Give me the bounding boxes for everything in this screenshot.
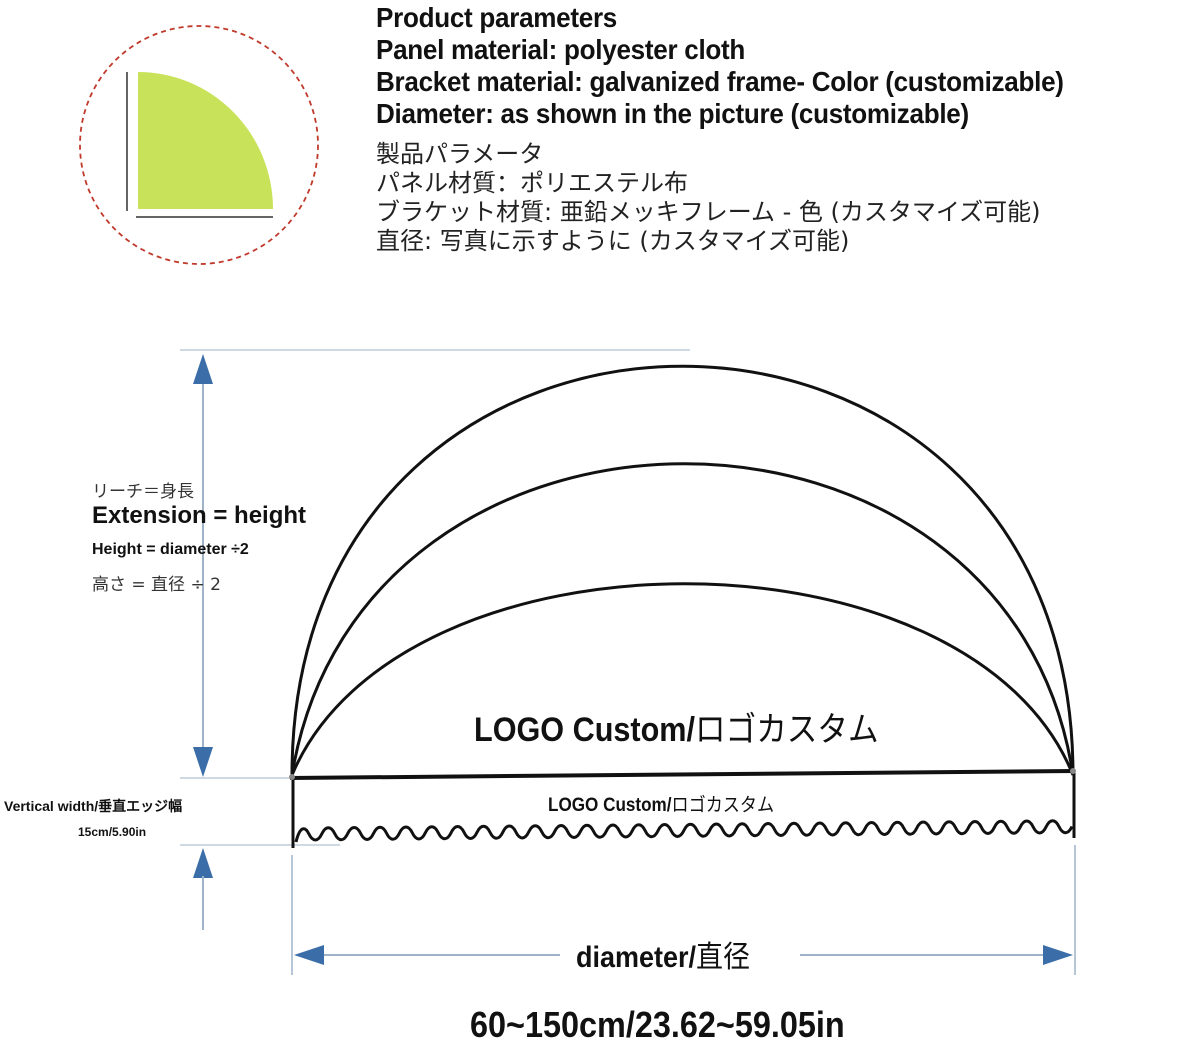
panel-material-en: Panel material: polyester cloth [376, 34, 746, 65]
diameter-label-jp: 直径 [696, 940, 751, 975]
valance-logo-jp: ロゴカスタム [671, 794, 775, 816]
logo-custom-jp: ロゴカスタム [695, 710, 879, 750]
extension-label-jp: リーチ＝身長 [92, 482, 194, 502]
panel-material-jp: パネル材質：ポリエステル布 [376, 169, 688, 197]
height-formula-jp: 高さ = 直径 ÷ 2 [92, 575, 221, 595]
logo-custom-en: LOGO Custom/ [474, 711, 696, 749]
height-arrow [193, 354, 213, 777]
diameter-arrow [291, 845, 1076, 975]
guide-lines [180, 349, 690, 846]
size-range-label: 60~150cm/23.62~59.05in [470, 1004, 845, 1045]
bracket-material-en: Bracket material: galvanized frame- Colo… [376, 66, 1064, 97]
vertical-width-size: 15cm/5.90in [78, 825, 147, 839]
height-formula-en: Height = diameter ÷2 [92, 541, 249, 558]
diameter-label-en: diameter/ [576, 941, 697, 974]
diameter-label: diameter/直径 [576, 932, 750, 976]
valance [289, 768, 1076, 848]
diameter-note-jp: 直径: 写真に示すように (カスタマイズ可能) [376, 227, 850, 255]
quarter-circle-icon [79, 25, 319, 265]
valance-logo-en: LOGO Custom/ [548, 795, 672, 816]
vertical-width-label: Vertical width/垂直エッジ幅 [4, 798, 183, 814]
extension-label-en: Extension = height [92, 502, 307, 529]
logo-custom-label: LOGO Custom/ロゴカスタム [474, 702, 879, 751]
params-japanese: 製品パラメータ パネル材質：ポリエステル布 ブラケット材質: 亜鉛メッキフレーム… [376, 140, 1041, 256]
diameter-note-en: Diameter: as shown in the picture (custo… [376, 98, 969, 129]
params-title-jp: 製品パラメータ [376, 140, 544, 168]
awning-frame [290, 364, 1075, 776]
params-english: Product parameters Panel material: polye… [376, 2, 1064, 130]
valance-logo-label: LOGO Custom/ロゴカスタム [548, 790, 774, 817]
valance-wave [294, 819, 1074, 843]
vertical-width-arrow [193, 848, 213, 930]
params-title-en: Product parameters [376, 2, 618, 33]
bracket-material-jp: ブラケット材質: 亜鉛メッキフレーム - 色 (カスタマイズ可能) [376, 198, 1041, 226]
